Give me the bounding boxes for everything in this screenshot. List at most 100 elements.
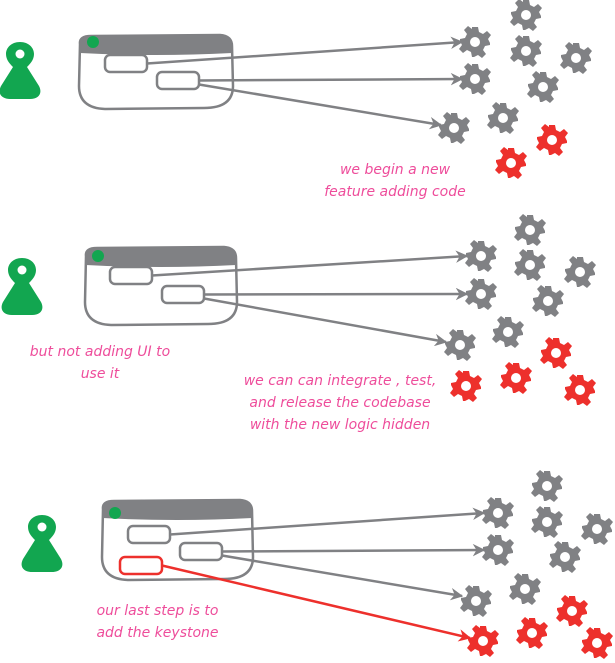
gear-gray-6 <box>560 42 592 74</box>
gear-hole <box>551 348 561 358</box>
caption-step-2-left: but not adding UI to use it <box>29 344 171 382</box>
gear-gray-2 <box>465 278 497 310</box>
caption-step-2-right: we can can integrate , test, and release… <box>243 373 437 433</box>
gear-red-4 <box>564 374 596 406</box>
person-head-hole <box>37 522 47 532</box>
gear-hole <box>560 552 570 562</box>
gear-hole <box>521 10 531 20</box>
gear-hole <box>476 289 486 299</box>
gear-hole <box>542 517 552 527</box>
gear-gray-8 <box>509 573 541 605</box>
gear-hole <box>506 158 516 168</box>
gear-hole <box>575 385 585 395</box>
gear-hole <box>520 584 530 594</box>
status-dot <box>92 250 104 262</box>
gear-gray-3 <box>460 585 492 617</box>
panel-step-2 <box>83 245 469 347</box>
panel-step-1 <box>77 33 464 130</box>
gear-gray-8 <box>487 102 519 134</box>
arrow-widget-2-to-gear-3 <box>198 83 443 130</box>
status-dot <box>109 507 121 519</box>
panel-step-3 <box>100 498 486 642</box>
user-icon <box>21 515 63 572</box>
gear-hole <box>575 267 585 277</box>
gear-hole <box>571 53 581 63</box>
person-head-hole <box>17 265 27 275</box>
gear-hole <box>498 113 508 123</box>
gear-hole <box>542 481 552 491</box>
gear-gray-4 <box>514 214 546 246</box>
ui-widget-2 <box>178 541 224 562</box>
gear-gray-1 <box>465 240 497 272</box>
gear-red-1 <box>536 124 568 156</box>
gear-gray-5 <box>510 35 542 67</box>
gear-hole <box>449 123 459 133</box>
gear-hole <box>493 508 503 518</box>
gear-gray-7 <box>527 71 559 103</box>
gear-gray-7 <box>549 541 581 573</box>
gear-hole <box>521 46 531 56</box>
gear-gray-6 <box>564 256 596 288</box>
status-dot <box>87 36 99 48</box>
gear-hole <box>543 296 553 306</box>
gear-hole <box>503 327 513 337</box>
person-body-icon <box>1 258 43 315</box>
ui-widget-1 <box>103 53 149 74</box>
arrow-widget-2-to-gear-3 <box>221 554 464 601</box>
gear-red-3 <box>516 617 548 649</box>
gear-hole <box>567 606 577 616</box>
ui-widget-2 <box>155 70 201 91</box>
app-window-titlebar <box>85 247 236 267</box>
caption-step-1: we begin a new feature adding code <box>324 162 466 200</box>
gear-red-2 <box>467 625 499 657</box>
gear-hole <box>478 636 488 646</box>
gear-hole <box>476 251 486 261</box>
gear-hole <box>493 545 503 555</box>
gear-red-3 <box>500 362 532 394</box>
ui-widget-3 <box>118 555 164 576</box>
gear-red-4 <box>581 627 613 659</box>
caption-step-3: our last step is to add the keystone <box>96 603 219 641</box>
ui-widget-1 <box>126 524 172 545</box>
gear-gray-3 <box>444 329 476 361</box>
gear-gray-5 <box>514 249 546 281</box>
gear-red-2 <box>450 370 482 402</box>
gear-hole <box>592 638 602 648</box>
arrow-widget-1-to-gear-1 <box>151 250 469 277</box>
arrow-widget-2-to-gear-2 <box>203 287 469 301</box>
gear-gray-5 <box>531 506 563 538</box>
gear-gray-1 <box>482 497 514 529</box>
gear-gray-6 <box>581 513 613 545</box>
gear-gray-4 <box>531 470 563 502</box>
gear-hole <box>471 596 481 606</box>
gear-red-1 <box>556 595 588 627</box>
gear-hole <box>525 225 535 235</box>
gear-hole <box>547 135 557 145</box>
arrow-widget-2-to-gear-2 <box>221 543 486 557</box>
gear-hole <box>538 82 548 92</box>
arrow-widget-2-to-gear-2 <box>198 72 464 86</box>
person-body-icon <box>0 42 41 99</box>
arrow-widget-2-to-gear-3 <box>203 297 448 347</box>
gear-red-2 <box>495 147 527 179</box>
person-head-hole <box>15 49 25 59</box>
user-icon <box>0 42 41 99</box>
gear-hole <box>470 74 480 84</box>
app-window-titlebar <box>79 35 232 55</box>
gear-red-1 <box>540 337 572 369</box>
gear-gray-1 <box>459 26 491 58</box>
gear-gray-8 <box>492 316 524 348</box>
gear-gray-2 <box>459 63 491 95</box>
gear-hole <box>527 628 537 638</box>
arrow-widget-1-to-gear-1 <box>146 36 464 65</box>
user-icon <box>1 258 43 315</box>
ui-widget-2 <box>160 284 206 305</box>
gear-gray-4 <box>510 0 542 31</box>
gear-hole <box>470 37 480 47</box>
gear-gray-7 <box>532 285 564 317</box>
gear-gray-3 <box>438 112 470 144</box>
app-window-titlebar <box>102 500 252 520</box>
person-body-icon <box>21 515 63 572</box>
gear-hole <box>511 373 521 383</box>
